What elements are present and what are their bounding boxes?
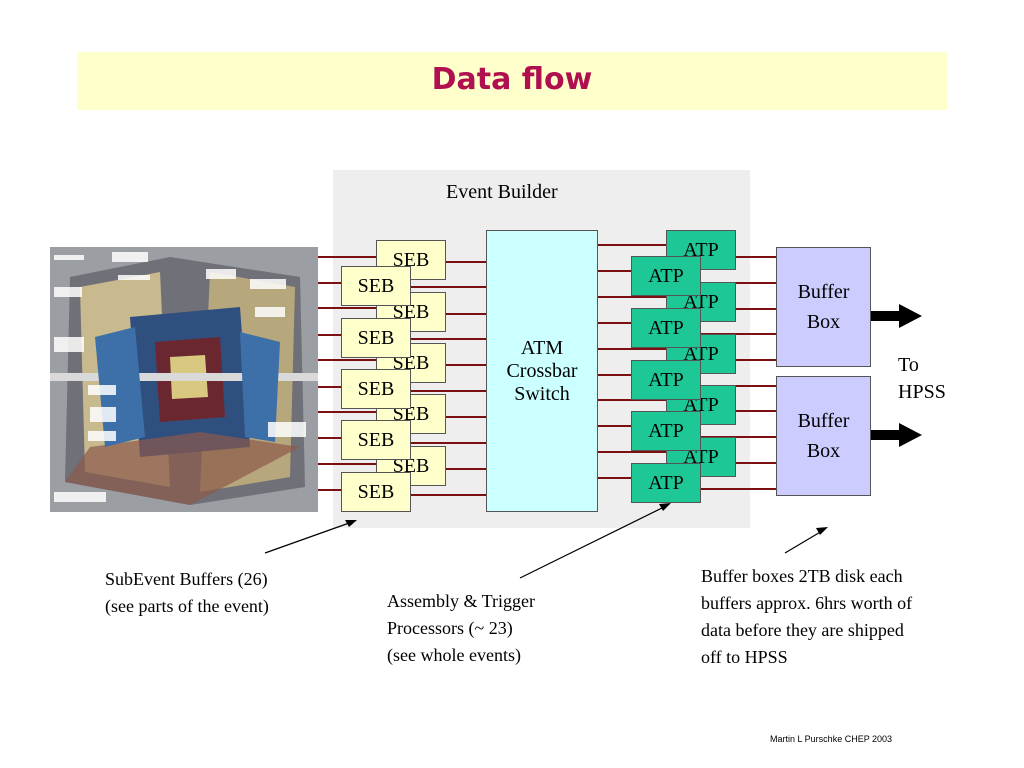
atp-box: ATP xyxy=(631,463,701,503)
seb-box: SEB xyxy=(341,369,411,409)
note-line: Assembly & Trigger xyxy=(387,591,536,611)
seb-box: SEB xyxy=(341,318,411,358)
buffer-box: Buffer Box xyxy=(776,247,871,367)
footer-credit: Martin L Purschke CHEP 2003 xyxy=(770,734,893,744)
seb-box: SEB xyxy=(341,420,411,460)
note-line: (see whole events) xyxy=(387,645,521,665)
hpss-arrow-shaft-bottom xyxy=(871,430,901,440)
note-line: SubEvent Buffers (26) xyxy=(105,569,268,589)
seb-pointer-line xyxy=(264,521,353,554)
to-hpss-line: HPSS xyxy=(898,381,946,403)
slide-title: Data flow xyxy=(431,62,593,97)
seb-box: SEB xyxy=(341,472,411,512)
hpss-arrow-shaft-top xyxy=(871,311,901,321)
detector-floor xyxy=(65,432,300,505)
label-tag xyxy=(255,307,285,317)
label-tag xyxy=(90,407,116,422)
buffer-pointer-head xyxy=(816,527,828,535)
note-line: Processors (~ 23) xyxy=(387,618,513,638)
label-tag xyxy=(112,252,148,262)
buffer-pointer-line xyxy=(784,530,823,554)
note-line: data before they are shipped xyxy=(701,620,904,640)
atp-box: ATP xyxy=(631,308,701,348)
seb-box: SEB xyxy=(376,292,446,332)
buffer-note: Buffer boxes 2TB disk each buffers appro… xyxy=(701,563,912,671)
note-line: off to HPSS xyxy=(701,647,788,667)
label-tag xyxy=(250,279,286,289)
seb-pointer-head xyxy=(345,520,357,527)
buffer-line: Box xyxy=(806,311,841,333)
atp-pointer-head xyxy=(659,503,671,511)
label-tag xyxy=(268,422,306,437)
atp-box: ATP xyxy=(631,411,701,451)
label-tag xyxy=(54,337,84,352)
to-hpss-label: To HPSS xyxy=(898,352,946,406)
note-line: buffers approx. 6hrs worth of xyxy=(701,593,913,613)
atm-crossbar-switch: ATM Crossbar Switch xyxy=(486,230,598,512)
buffer-line: Buffer xyxy=(797,410,850,432)
buffer-box: Buffer Box xyxy=(776,376,871,496)
atm-line: Crossbar xyxy=(506,359,578,382)
seb-box: SEB xyxy=(341,266,411,306)
detector-illustration xyxy=(50,247,318,512)
label-tag xyxy=(88,431,116,441)
note-line: Buffer boxes 2TB disk each xyxy=(701,566,903,586)
label-tag xyxy=(54,255,84,260)
detector-blue-right xyxy=(240,332,280,442)
label-tag xyxy=(206,269,236,279)
hpss-arrow-head-top xyxy=(899,304,922,328)
atp-note: Assembly & Trigger Processors (~ 23) (se… xyxy=(387,588,535,669)
atp-box: ATP xyxy=(631,360,701,400)
label-tag xyxy=(88,385,116,395)
label-tag xyxy=(54,492,106,502)
seb-note: SubEvent Buffers (26) (see parts of the … xyxy=(105,566,269,620)
label-tag xyxy=(54,287,82,297)
atm-label: ATM Crossbar Switch xyxy=(506,337,577,406)
event-builder-label: Event Builder xyxy=(446,181,558,203)
label-tag xyxy=(118,275,150,280)
phenix-detector-image xyxy=(50,247,318,512)
atp-box: ATP xyxy=(631,256,701,296)
atp-pointer-line xyxy=(519,506,665,579)
beam-pipe xyxy=(50,373,318,381)
atm-line: ATM xyxy=(520,336,564,359)
to-hpss-line: To xyxy=(898,354,919,376)
buffer-line: Box xyxy=(806,440,841,462)
note-line: (see parts of the event) xyxy=(105,596,269,616)
atm-line: Switch xyxy=(514,382,570,405)
buffer-line: Buffer xyxy=(797,281,850,303)
hpss-arrow-head-bottom xyxy=(899,423,922,447)
title-bar: Data flow xyxy=(77,52,947,110)
